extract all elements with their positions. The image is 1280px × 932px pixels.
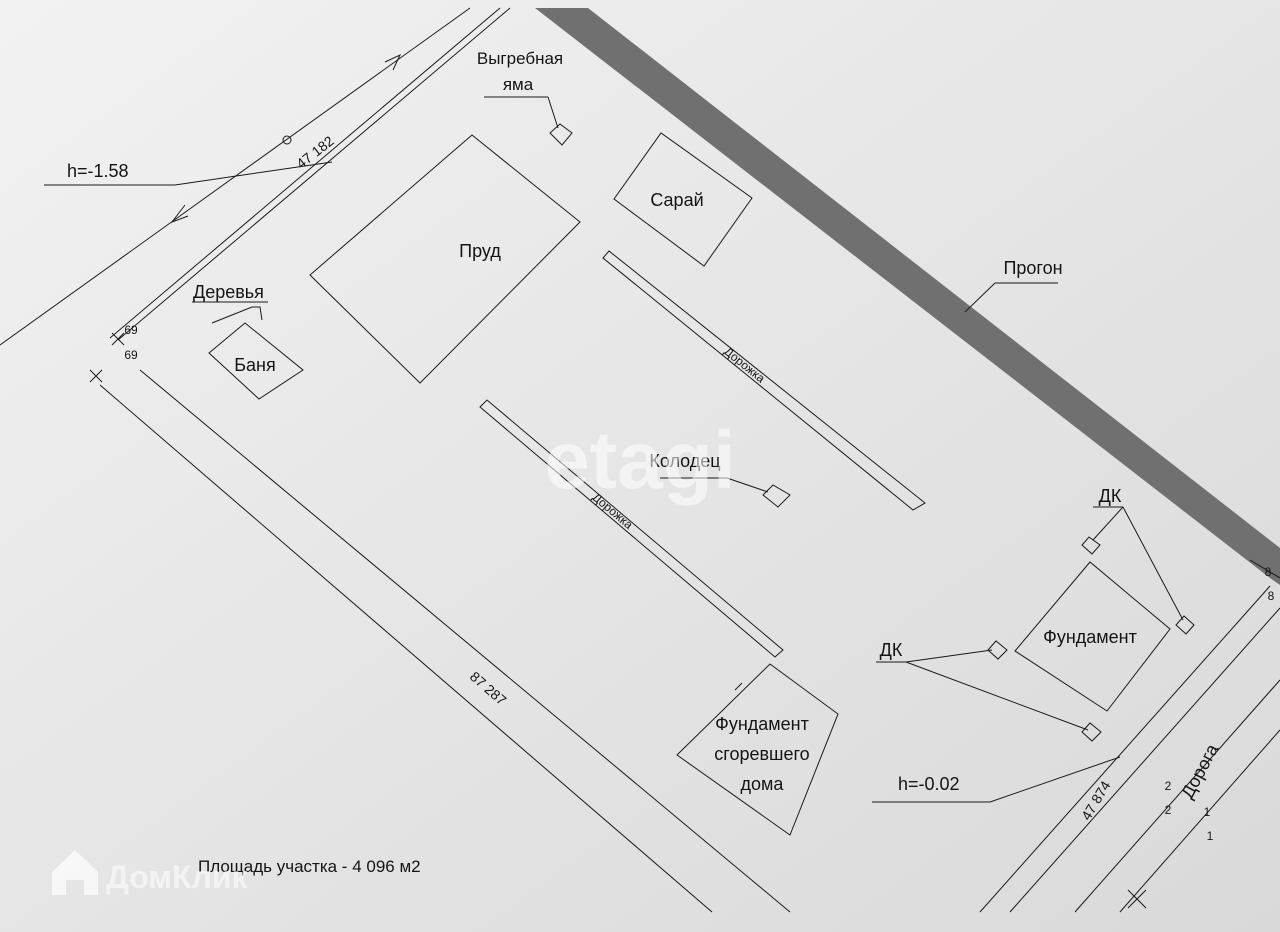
survey-point-icon bbox=[282, 135, 292, 145]
progon-band bbox=[535, 8, 1280, 585]
cesspit-square bbox=[549, 123, 573, 146]
road-line-2 bbox=[1119, 729, 1280, 913]
burnt-house-outline bbox=[676, 663, 839, 836]
point-number: 8 bbox=[1265, 565, 1272, 579]
point-number: 1 bbox=[1204, 805, 1211, 819]
progon-label: Прогон bbox=[1003, 258, 1062, 278]
trees-label: Деревья bbox=[193, 282, 264, 302]
dk-marker bbox=[1081, 722, 1102, 742]
dk-label: ДК bbox=[1099, 486, 1122, 506]
h-right-label: h=-0.02 bbox=[898, 774, 960, 794]
dk-marker bbox=[1175, 615, 1195, 635]
arrow-icon bbox=[170, 53, 402, 224]
point-number: 8 bbox=[1268, 589, 1275, 603]
point-number: 2 bbox=[1165, 779, 1172, 793]
dk-marker bbox=[987, 640, 1008, 660]
boundary-left-1 bbox=[99, 384, 713, 913]
h-left-label: h=-1.58 bbox=[67, 161, 129, 181]
bathhouse-outline bbox=[208, 322, 304, 400]
progon-leader bbox=[964, 282, 996, 313]
etagi-watermark: etagi bbox=[544, 415, 735, 506]
cross-mark-icon bbox=[89, 332, 1147, 909]
point-number: 1 bbox=[1207, 829, 1214, 843]
well-label: Колодец bbox=[649, 451, 720, 471]
dk-marker bbox=[1081, 536, 1101, 555]
well-leader bbox=[726, 477, 769, 493]
area-label: Площадь участка - 4 096 м2 bbox=[198, 857, 421, 876]
bathhouse-label: Баня bbox=[234, 355, 276, 375]
boundary-left-2 bbox=[139, 369, 791, 913]
point-number: 69 bbox=[124, 348, 138, 362]
boundary-right-2 bbox=[1009, 607, 1280, 913]
corner-tick-8 bbox=[1249, 559, 1280, 579]
cesspit-label-line1: Выгребная bbox=[477, 49, 563, 68]
cesspit-leader bbox=[547, 96, 559, 129]
h-right-leader bbox=[989, 756, 1121, 803]
foundation-outline bbox=[1014, 561, 1171, 712]
pond-outline bbox=[309, 134, 581, 384]
pond-label: Пруд bbox=[459, 241, 501, 261]
point-number: 69 bbox=[124, 323, 138, 337]
path-upper bbox=[602, 250, 926, 511]
dk-leaders bbox=[876, 506, 1184, 731]
foundation-label: Фундамент bbox=[1043, 627, 1137, 647]
h-left-leader bbox=[174, 161, 333, 186]
cesspit-label-line2: яма bbox=[503, 75, 534, 94]
inner-boundary-top-2 bbox=[117, 7, 511, 341]
road-line-1 bbox=[1074, 679, 1280, 913]
house-icon bbox=[52, 850, 98, 895]
path-lower bbox=[479, 399, 784, 658]
dk-label: ДК bbox=[880, 640, 903, 660]
well-square bbox=[762, 484, 791, 508]
shed-label: Сарай bbox=[650, 190, 703, 210]
trees-mark bbox=[211, 306, 263, 324]
domclick-watermark: ДомКлик bbox=[106, 859, 249, 895]
burnt-house-label-line3: дома bbox=[741, 774, 785, 794]
point-number: 2 bbox=[1165, 803, 1172, 817]
plot-boundary bbox=[0, 7, 1280, 913]
shed-outline bbox=[613, 132, 753, 267]
dk-markers bbox=[987, 536, 1195, 742]
burnt-house-label-line2: сгоревшего bbox=[714, 744, 809, 764]
inner-boundary-top-1 bbox=[109, 7, 501, 339]
boundary-right-1 bbox=[979, 585, 1271, 913]
burnt-house-label-line1: Фундамент bbox=[715, 714, 809, 734]
